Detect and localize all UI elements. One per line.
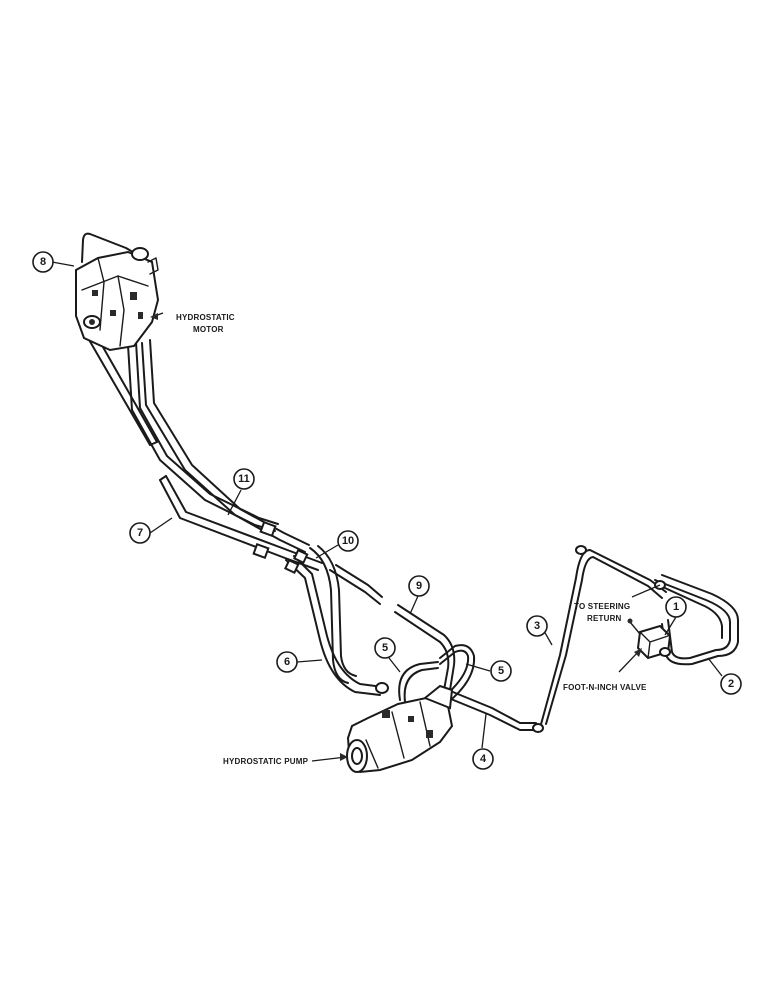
hose-5-left <box>398 661 439 703</box>
hydrostatic-motor-label-line1: HYDROSTATIC <box>176 313 235 322</box>
tube-11 <box>127 341 279 532</box>
callout-7: 7 <box>129 522 151 544</box>
svg-text:7: 7 <box>137 527 143 539</box>
svg-text:11: 11 <box>238 473 250 485</box>
svg-text:10: 10 <box>342 535 354 547</box>
svg-text:9: 9 <box>416 580 422 592</box>
callout-4: 4 <box>472 748 494 770</box>
leaders <box>51 261 723 762</box>
callout-8: 8 <box>32 251 54 273</box>
tube-2 <box>654 574 739 666</box>
hydrostatic-pump-label: HYDROSTATIC PUMP <box>223 757 309 766</box>
svg-text:6: 6 <box>284 656 290 668</box>
hose-5-right <box>439 644 476 705</box>
tube-8 <box>74 225 152 264</box>
callout-5-left: 5 <box>374 637 396 659</box>
tube-10 <box>141 339 357 684</box>
tube-3 <box>539 549 667 729</box>
callout-6: 6 <box>276 651 298 673</box>
foot-n-inch-valve-body <box>627 618 672 660</box>
hydrostatic-pump-body <box>346 684 454 774</box>
hydrostatic-motor-body <box>75 247 160 352</box>
callout-11: 11 <box>233 468 255 490</box>
tube-4 <box>445 689 539 731</box>
tube-couplings <box>252 520 666 733</box>
tube-7 <box>87 332 323 571</box>
svg-text:4: 4 <box>480 753 487 765</box>
callout-9: 9 <box>408 575 430 597</box>
svg-text:5: 5 <box>498 665 504 677</box>
callout-2: 2 <box>720 673 742 695</box>
foot-n-inch-valve-label: FOOT-N-INCH VALVE <box>563 683 647 692</box>
to-steering-return-label-line2: RETURN <box>587 614 622 623</box>
tube-6 <box>285 555 384 696</box>
svg-text:8: 8 <box>40 256 46 268</box>
callout-3: 3 <box>526 615 548 637</box>
callout-5-right: 5 <box>490 660 512 682</box>
to-steering-return-label-line1: TO STEERING <box>574 602 630 611</box>
svg-text:2: 2 <box>728 678 734 690</box>
callout-10: 10 <box>337 530 359 552</box>
hydrostatic-motor-label-line2: MOTOR <box>193 325 224 334</box>
svg-text:3: 3 <box>534 620 540 632</box>
svg-text:1: 1 <box>673 601 679 613</box>
svg-text:5: 5 <box>382 642 388 654</box>
callout-1: 1 <box>665 596 687 618</box>
